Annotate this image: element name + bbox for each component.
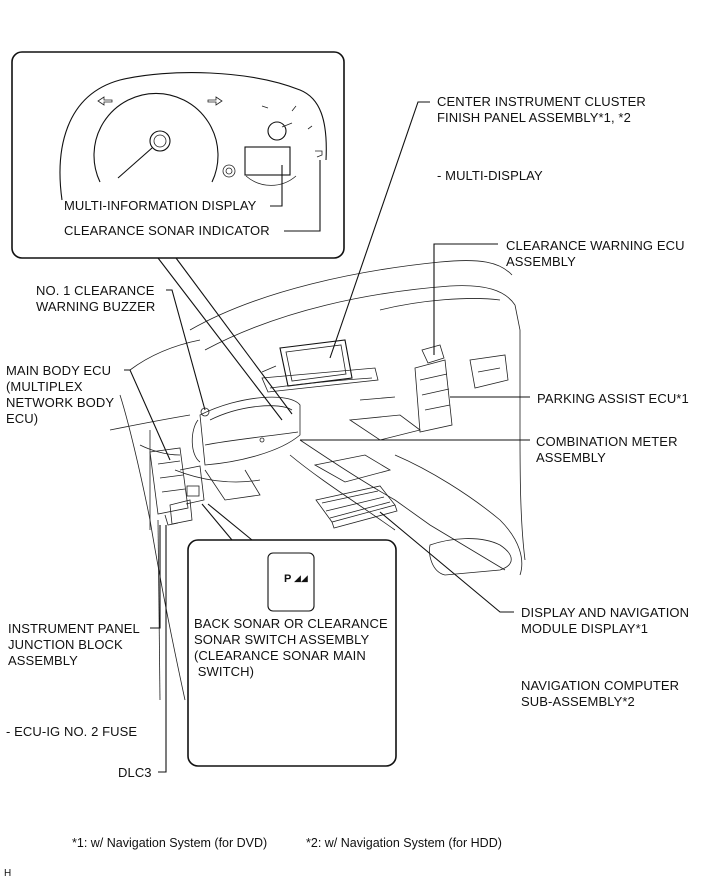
multi-display-sketch: [261, 339, 379, 393]
label-center-cluster-line2: FINISH PANEL ASSEMBLY*1, *2: [437, 110, 631, 125]
label-buzzer-line2: WARNING BUZZER: [36, 299, 156, 314]
switch-callout-box: [187, 503, 397, 767]
main-body-ecu-sketch: [149, 447, 205, 526]
navigation-module-sketch: [315, 485, 398, 529]
label-main-body-line3: NETWORK BODY: [6, 395, 115, 410]
label-clearance-sonar-indicator: CLEARANCE SONAR INDICATOR: [64, 223, 270, 238]
label-main-body-line1: MAIN BODY ECU: [6, 363, 112, 378]
clearance-ecu-sketch: [414, 344, 453, 433]
label-center-cluster-line1: CENTER INSTRUMENT CLUSTER: [437, 94, 646, 109]
label-multi-information-display: MULTI-INFORMATION DISPLAY: [64, 198, 257, 213]
dashboard-outline: [109, 260, 526, 701]
label-clearance-ecu-line1: CLEARANCE WARNING ECU: [506, 238, 685, 253]
label-main-body-line4: ECU): [6, 411, 39, 426]
label-nav-computer-line1: NAVIGATION COMPUTER: [521, 678, 680, 693]
label-display-nav-line1: DISPLAY AND NAVIGATION: [521, 605, 690, 620]
label-ecu-ig-fuse: - ECU-IG NO. 2 FUSE: [6, 724, 138, 739]
footnote-2: *2: w/ Navigation System (for HDD): [306, 836, 502, 850]
label-sonar-switch-line1: BACK SONAR OR CLEARANCE: [194, 616, 388, 631]
label-junction-line3: ASSEMBLY: [8, 653, 78, 668]
label-display-nav-line2: MODULE DISPLAY*1: [521, 621, 649, 636]
label-combination-meter-line1: COMBINATION METER: [536, 434, 678, 449]
label-dlc3: DLC3: [118, 765, 152, 780]
label-junction-line2: JUNCTION BLOCK: [8, 637, 123, 652]
meter-callout-box: [11, 51, 345, 421]
label-sonar-switch-line4: SWITCH): [194, 664, 255, 679]
label-nav-computer-line2: SUB-ASSEMBLY*2: [521, 694, 635, 709]
leader-lines: [124, 101, 530, 773]
combination-meter-sketch: [191, 396, 301, 466]
label-main-body-line2: (MULTIPLEX: [6, 379, 83, 394]
corner-mark: H: [4, 868, 12, 879]
label-junction-line1: INSTRUMENT PANEL: [8, 621, 140, 636]
label-buzzer-line1: NO. 1 CLEARANCE: [36, 283, 155, 298]
label-sonar-switch-line2: SONAR SWITCH ASSEMBLY: [194, 632, 370, 647]
footnote-1: *1: w/ Navigation System (for DVD): [72, 836, 268, 850]
label-combination-meter-line2: ASSEMBLY: [536, 450, 606, 465]
label-parking-assist: PARKING ASSIST ECU*1: [537, 391, 689, 406]
label-clearance-ecu-line2: ASSEMBLY: [506, 254, 576, 269]
label-sonar-switch-line3: (CLEARANCE SONAR MAIN: [194, 648, 366, 663]
switch-p-glyph: P: [284, 573, 292, 585]
sonar-wave-icon: ◢◢: [294, 573, 308, 583]
label-multi-display: - MULTI-DISPLAY: [437, 168, 543, 183]
